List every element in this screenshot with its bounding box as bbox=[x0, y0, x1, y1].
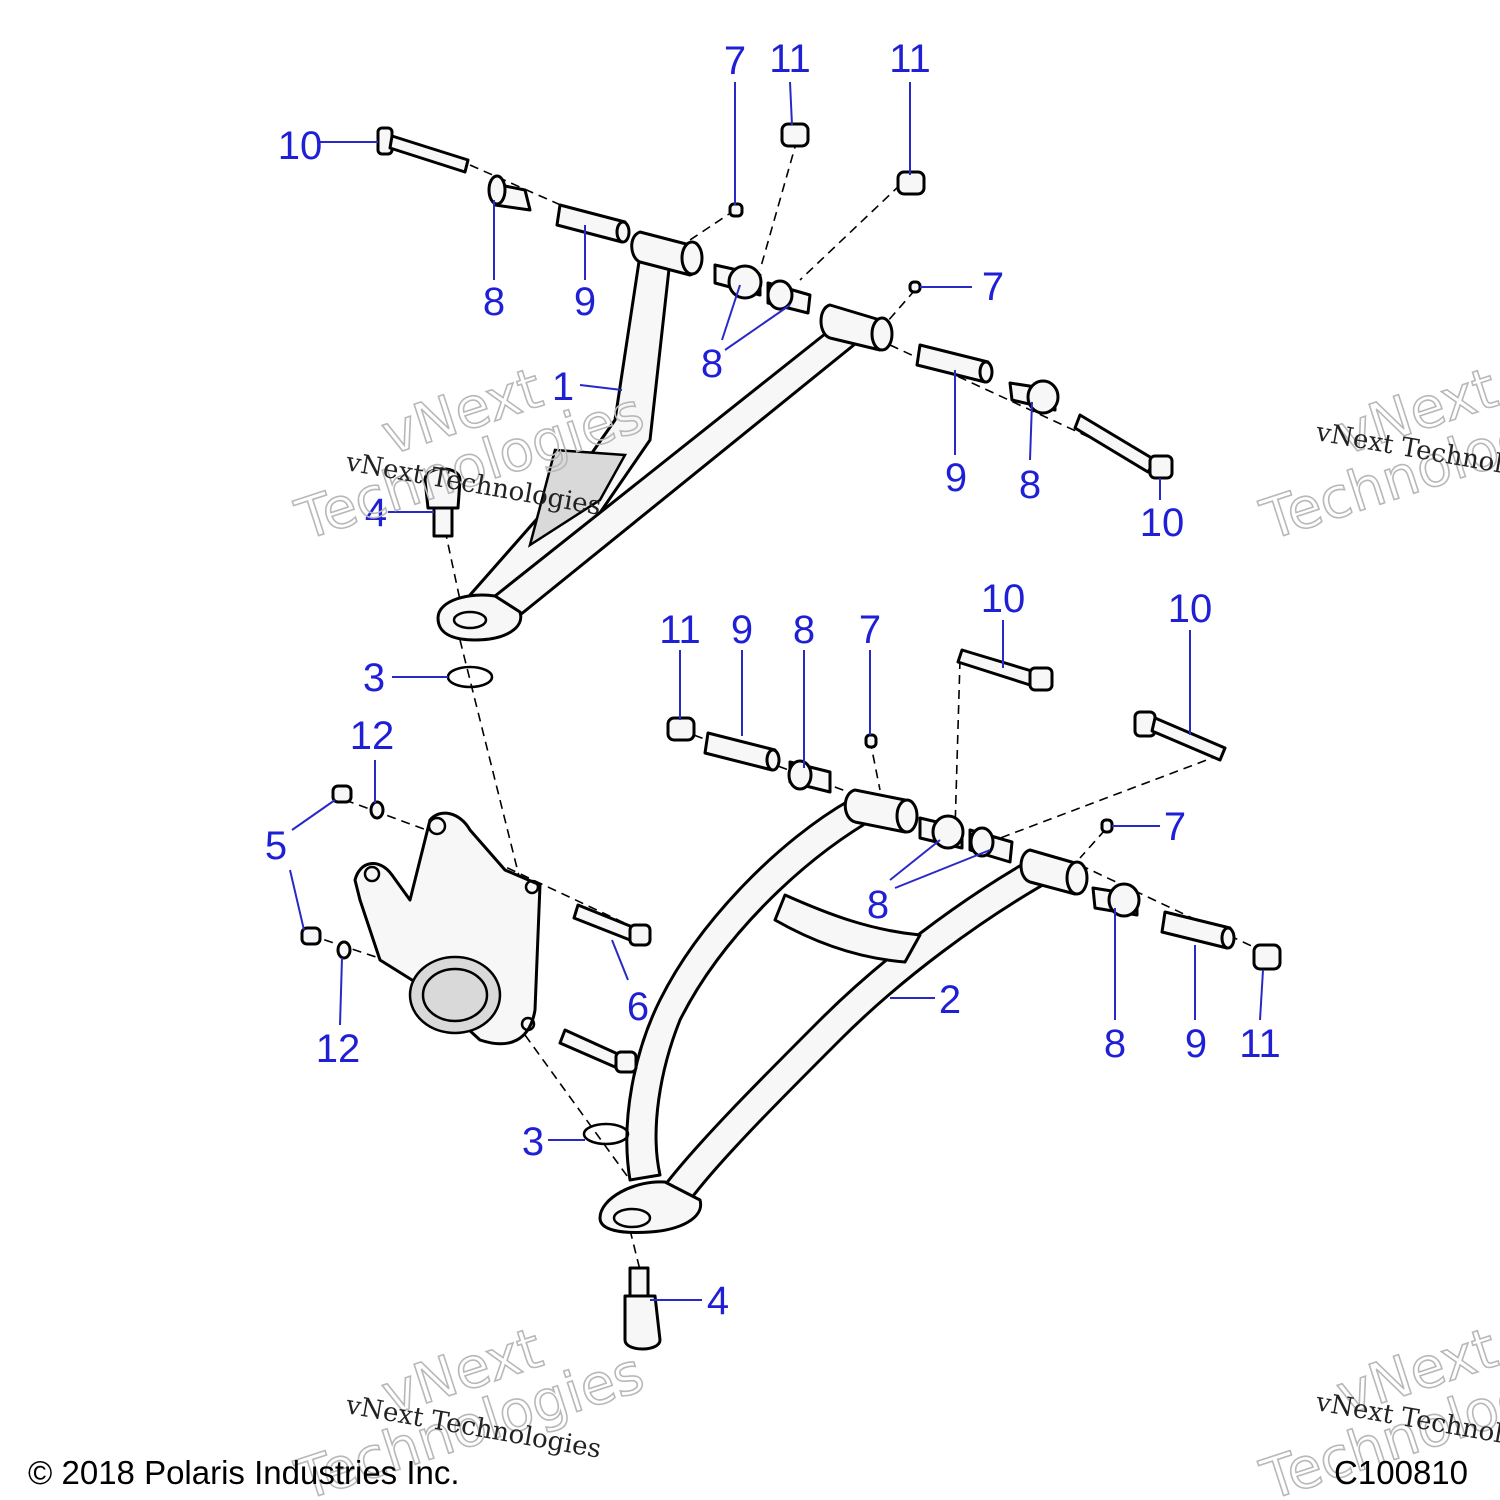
fitting-7-b bbox=[908, 280, 922, 294]
ring-3-lower bbox=[582, 1122, 630, 1146]
callout-9: 9 bbox=[1185, 1022, 1207, 1066]
callout-2: 2 bbox=[939, 978, 961, 1022]
callout-9: 9 bbox=[945, 456, 967, 500]
callout-12: 12 bbox=[350, 714, 395, 758]
nut-11-d bbox=[1252, 943, 1282, 971]
callout-labels: 10 7 11 11 8 9 7 8 1 9 8 10 4 3 11 9 8 7… bbox=[265, 37, 1281, 1323]
nut-11-b bbox=[896, 170, 926, 196]
callout-6: 6 bbox=[627, 985, 649, 1029]
sleeve-9-upper-left bbox=[555, 203, 631, 244]
callout-8: 8 bbox=[793, 608, 815, 652]
lower-control-arm bbox=[598, 788, 1089, 1234]
callout-11: 11 bbox=[769, 37, 811, 81]
callout-8: 8 bbox=[483, 280, 505, 324]
figure-code: C100810 bbox=[1334, 1454, 1468, 1491]
sleeve-9-upper-right bbox=[915, 343, 994, 384]
nut-5-lower bbox=[300, 926, 322, 946]
hardware-parts bbox=[300, 122, 1282, 1351]
sleeve-9-lower-right bbox=[1160, 910, 1236, 950]
callout-10: 10 bbox=[278, 124, 323, 168]
lower-arm-eye bbox=[612, 1207, 652, 1229]
callout-10: 10 bbox=[1168, 587, 1213, 631]
bolt-10-upper-left bbox=[376, 126, 470, 174]
callout-3: 3 bbox=[522, 1120, 544, 1164]
upper-arm-eye bbox=[452, 610, 488, 630]
fitting-7-a bbox=[728, 202, 744, 218]
callout-9: 9 bbox=[731, 608, 753, 652]
watermark-upper-right: vNext Technologies vNext Technologies bbox=[1252, 355, 1500, 554]
steering-knuckle bbox=[353, 811, 542, 1046]
washer-12-upper bbox=[369, 800, 385, 820]
callout-8: 8 bbox=[1104, 1022, 1126, 1066]
nut-11-a bbox=[780, 122, 810, 148]
callout-11: 11 bbox=[1239, 1022, 1281, 1066]
copyright-notice: © 2018 Polaris Industries Inc. bbox=[28, 1454, 460, 1491]
callout-4: 4 bbox=[365, 491, 387, 535]
callout-7: 7 bbox=[859, 608, 881, 652]
leader-lines bbox=[289, 81, 1264, 1301]
washer-12-lower bbox=[336, 940, 352, 960]
ball-joint-4-upper bbox=[423, 467, 462, 538]
upper-control-arm bbox=[436, 230, 894, 642]
ball-joint-4-lower bbox=[623, 1266, 662, 1351]
bolt-10-lower-center bbox=[956, 648, 1054, 692]
callout-5: 5 bbox=[265, 824, 287, 868]
bolt-10-upper-right bbox=[1073, 413, 1174, 480]
fitting-7-c bbox=[864, 733, 878, 749]
nut-5-upper bbox=[331, 784, 353, 804]
callout-4: 4 bbox=[707, 1279, 729, 1323]
callout-7: 7 bbox=[1164, 805, 1186, 849]
callout-7: 7 bbox=[724, 39, 746, 83]
fitting-7-d bbox=[1100, 818, 1114, 834]
callout-1: 1 bbox=[552, 365, 574, 409]
callout-11: 11 bbox=[889, 37, 931, 81]
callout-10: 10 bbox=[981, 577, 1026, 621]
sleeve-9-lower-left bbox=[703, 731, 781, 772]
bolt-10-lower-right bbox=[1133, 710, 1227, 762]
callout-11: 11 bbox=[659, 608, 701, 652]
callout-10: 10 bbox=[1140, 501, 1185, 545]
callout-7: 7 bbox=[982, 265, 1004, 309]
callout-8: 8 bbox=[701, 342, 723, 386]
callout-9: 9 bbox=[574, 280, 596, 324]
bolt-6-lower bbox=[558, 1028, 638, 1074]
bolt-6-upper bbox=[572, 903, 652, 947]
callout-8: 8 bbox=[867, 883, 889, 927]
callout-12: 12 bbox=[316, 1027, 361, 1071]
callout-3: 3 bbox=[363, 656, 385, 700]
callout-8: 8 bbox=[1019, 463, 1041, 507]
nut-11-c bbox=[666, 716, 696, 742]
